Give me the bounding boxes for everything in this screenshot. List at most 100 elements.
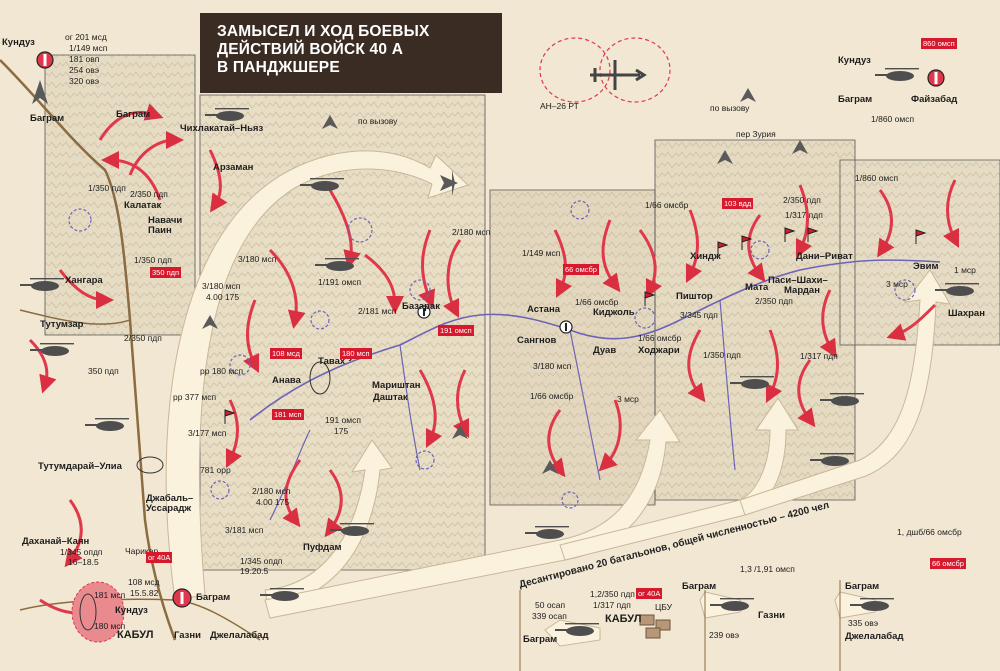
an26-orbit [539, 37, 671, 103]
tag-350: 350 пдп [150, 267, 182, 278]
unit-1345b: 1/345 опдп [240, 556, 283, 566]
place-mardan: Мардан [784, 285, 820, 296]
place-sangun: Сангнов [517, 335, 557, 346]
place-pishtor: Пиштор [676, 291, 713, 302]
tag-108: 108 мсд [270, 348, 302, 359]
place-evim: Эвим [913, 261, 939, 272]
unit-1345: 1/345 опдп [60, 547, 103, 557]
place-navachi: Навачи Паин [148, 215, 183, 236]
place-chikhlakatai: Чихлакатай–Ньяз [180, 123, 264, 134]
place-bagram-se2: Баграм [845, 581, 880, 592]
place-bagram-sw: Баграм [196, 592, 231, 603]
flag-icons [224, 227, 927, 424]
label-cbu: ЦБУ [655, 602, 673, 612]
place-jalalabad-se: Джелалабад [845, 631, 904, 642]
tag-40a: ог 40А [146, 552, 173, 563]
place-shakhran: Шахран [948, 308, 985, 319]
unit-2350b: 2/350 пдп [124, 333, 162, 343]
airbase-symbols [36, 51, 945, 608]
unit-1618: 16–18.5 [68, 557, 99, 567]
unit-rr377: рр 377 мсп [173, 392, 217, 402]
unit-1msr: 1 мср [954, 265, 976, 275]
title-line-2: ДЕЙСТВИЙ ВОЙСК 40 А [217, 41, 404, 58]
place-tavah: Тавах [318, 356, 346, 367]
place-kunduz-sw: Кундуз [115, 605, 148, 616]
unit-3180b: 3/180 мсп [202, 281, 241, 291]
unit-1dsh: 1, дшб/66 омсбр [897, 527, 962, 537]
place-anava: Анава [272, 375, 301, 386]
label-an26: АН–26 РТ [540, 101, 579, 111]
place-kunduz-nw: Кундуз [2, 37, 35, 48]
unit-1191: 1/191 омсп [318, 277, 362, 287]
unit-50: 50 осап [535, 600, 566, 610]
aircraft-icons [32, 80, 808, 474]
unit-180: 180 мсп [94, 621, 126, 631]
helicopter-icons [20, 68, 979, 636]
place-charikar: Чарикар [125, 546, 159, 556]
place-bagram-se: Баграм [682, 581, 717, 592]
tag-66: 66 омсбр [563, 264, 599, 275]
place-dakhanai: Даханай–Каян [22, 536, 90, 547]
title-line-1: ЗАМЫСЕЛ И ХОД БОЕВЫХ [217, 23, 430, 40]
unit-108: 108 мсд [128, 577, 160, 587]
place-kalatak: Калатак [124, 200, 162, 211]
unit-1350b: 1/350 пдп [134, 255, 172, 265]
unit-400b: 4.00 175 [256, 497, 290, 507]
an26-aircraft-icon [590, 60, 647, 90]
place-dani: Дани–Риват [796, 251, 853, 262]
encirclement-dashes [68, 200, 916, 509]
place-dashtak: Даштак [373, 392, 408, 403]
unit-320: 320 овэ [69, 76, 100, 86]
unit-1860: 1/860 омсп [871, 114, 915, 124]
unit-2181: 2/181 мсп [358, 306, 397, 316]
cbu-blocks [639, 614, 671, 639]
unit-3345: 3/345 пдп [680, 310, 718, 320]
map-title: ЗАМЫСЕЛ И ХОД БОЕВЫХ ДЕЙСТВИЙ ВОЙСК 40 А… [200, 13, 502, 93]
label-on-call-2: по вызову [710, 103, 750, 113]
place-duav: Дуав [593, 345, 617, 356]
unit-3180: 3/180 мсп [238, 254, 277, 264]
place-khodzhari: Ходжари [638, 345, 680, 356]
unit-3msr: 3 мср [617, 394, 639, 404]
kabul-zone [71, 361, 331, 643]
place-zuria: пер Зурия [736, 129, 776, 139]
unit-1149b: 1/149 мсп [522, 248, 561, 258]
unit-1552: 15.5.82 [130, 588, 159, 598]
place-bazarak: Базарак [402, 301, 440, 312]
place-khangara: Хангара [65, 275, 103, 286]
unit-12350: 1,2/350 пдп [590, 589, 635, 599]
unit-350c: 350 пдп [88, 366, 119, 376]
unit-254: 254 овэ [69, 65, 100, 75]
unit-2180: 2/180 мсп [452, 227, 491, 237]
unit-3181: 3/181 мсп [225, 525, 264, 535]
unit-175: 175 [334, 426, 349, 436]
unit-2350a: 2/350 пдп [130, 189, 168, 199]
unit-201: ог 201 мсд [65, 32, 107, 42]
unit-1149a: 1/149 мсп [69, 43, 108, 53]
place-kidzhol: Киджоль [593, 307, 635, 318]
unit-2180b: 2/180 мсп [252, 486, 291, 496]
place-kabul-sw: КАБУЛ [117, 629, 154, 641]
unit-1350c: 1/350 пдп [703, 350, 741, 360]
unit-339: 339 осап [532, 611, 567, 621]
place-faizabad: Файзабад [911, 94, 958, 105]
label-on-call-1: по вызову [358, 116, 398, 126]
unit-1350: 1/350 пдп [88, 183, 126, 193]
place-bagram-se3: Баграм [523, 634, 558, 645]
unit-239: 239 овэ [709, 630, 740, 640]
unit-3msrb: 3 мср [886, 279, 908, 289]
title-line-3: В ПАНДЖШЕРЕ [217, 59, 340, 76]
tag-181: 181 мсп [272, 409, 304, 420]
unit-1317c: 1/317 пдп [593, 600, 631, 610]
unit-1905: 19.20.5 [240, 566, 269, 576]
place-bagram-nw: Баграм [30, 113, 65, 124]
place-kabul-se: КАБУЛ [605, 613, 642, 625]
red-attack-arrows [28, 103, 960, 623]
unit-3177: 3/177 мсп [188, 428, 227, 438]
unit-191: 191 омсп [325, 415, 361, 425]
place-pufdam: Пуфдам [303, 542, 342, 553]
place-arzaman: Арзаман [213, 162, 254, 173]
place-tutumdarai: Тутумдарай–Улиа [38, 461, 122, 472]
